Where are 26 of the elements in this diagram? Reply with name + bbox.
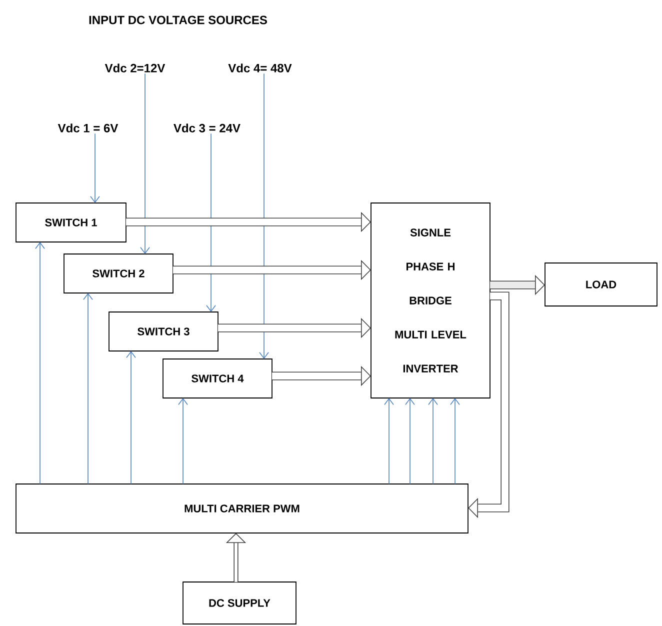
arrow (450, 398, 460, 484)
pwm-box: MULTI CARRIER PWM (16, 484, 468, 534)
voltage-label: Vdc 3 = 24V (174, 124, 240, 132)
switch-box: SWITCH 4 (162, 358, 272, 398)
arrow (126, 351, 136, 484)
supply-box: DC SUPPLY (182, 582, 296, 624)
arrow (35, 242, 45, 484)
voltage-label: Vdc 2=12V (104, 64, 166, 72)
arrow (178, 398, 188, 484)
arrow (259, 73, 269, 359)
switch-box: SWITCH 1 (16, 202, 126, 242)
load-box: LOAD (544, 262, 658, 306)
arrow (405, 398, 415, 484)
voltage-label: Vdc 1 = 6V (58, 124, 118, 132)
switch-box: SWITCH 3 (108, 312, 218, 352)
title: INPUT DC VOLTAGE SOURCES (89, 16, 267, 24)
inverter-box: SIGNLE PHASE H BRIDGE MULTI LEVEL INVERTER (370, 202, 490, 398)
block-arrow (468, 292, 510, 518)
arrow (140, 73, 150, 254)
arrow (384, 398, 394, 484)
switch-box: SWITCH 2 (64, 254, 174, 294)
arrow (428, 398, 438, 484)
voltage-label: Vdc 4= 48V (228, 64, 292, 72)
arrow (90, 133, 100, 203)
arrow (206, 133, 216, 312)
arrow (83, 293, 93, 484)
